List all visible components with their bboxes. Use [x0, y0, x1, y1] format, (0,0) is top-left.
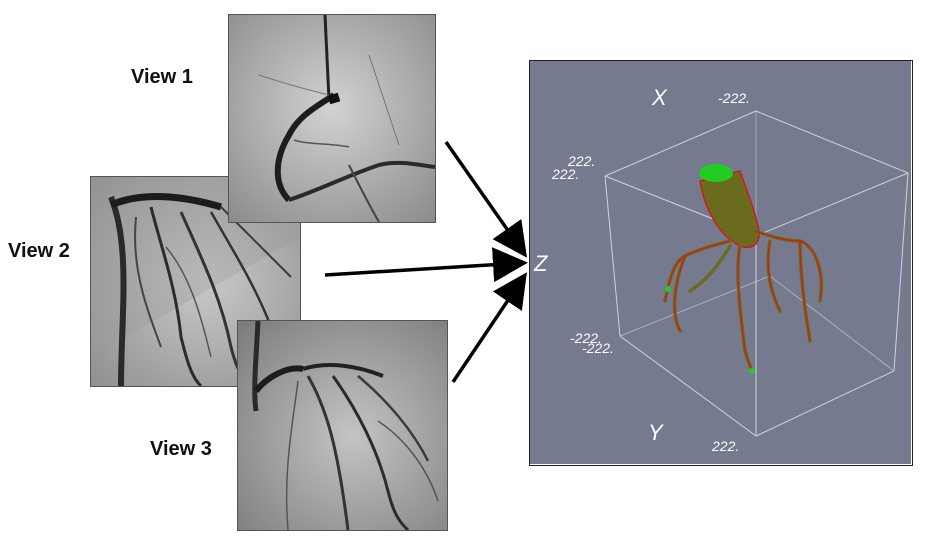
arrow-view-2	[324, 247, 528, 283]
tick-bottom-right: 222.	[711, 438, 739, 454]
reconstruction-plot: X Z Y -222. 222. 222. -222. -222. 222.	[529, 60, 913, 466]
arrow-view-3	[451, 272, 527, 383]
tick-bottom-left-a: -222.	[570, 330, 602, 346]
view-2-label: View 2	[8, 240, 70, 262]
angiogram-view-1	[228, 14, 436, 223]
axis-z-label: Z	[533, 251, 549, 276]
tick-top-left-b: 222.	[551, 166, 579, 182]
tick-top-left-a: 222.	[567, 153, 595, 169]
tick-bottom-left-b: -222.	[582, 340, 614, 356]
axis-y-label: Y	[648, 420, 664, 445]
tick-x-top: -222.	[718, 90, 750, 106]
view-3-label: View 3	[150, 438, 212, 460]
vessel-tree	[663, 164, 823, 374]
view-1-label: View 1	[131, 66, 193, 88]
angiogram-view-3	[237, 320, 448, 531]
arrow-view-1	[444, 140, 528, 258]
axis-x-label: X	[651, 85, 668, 110]
